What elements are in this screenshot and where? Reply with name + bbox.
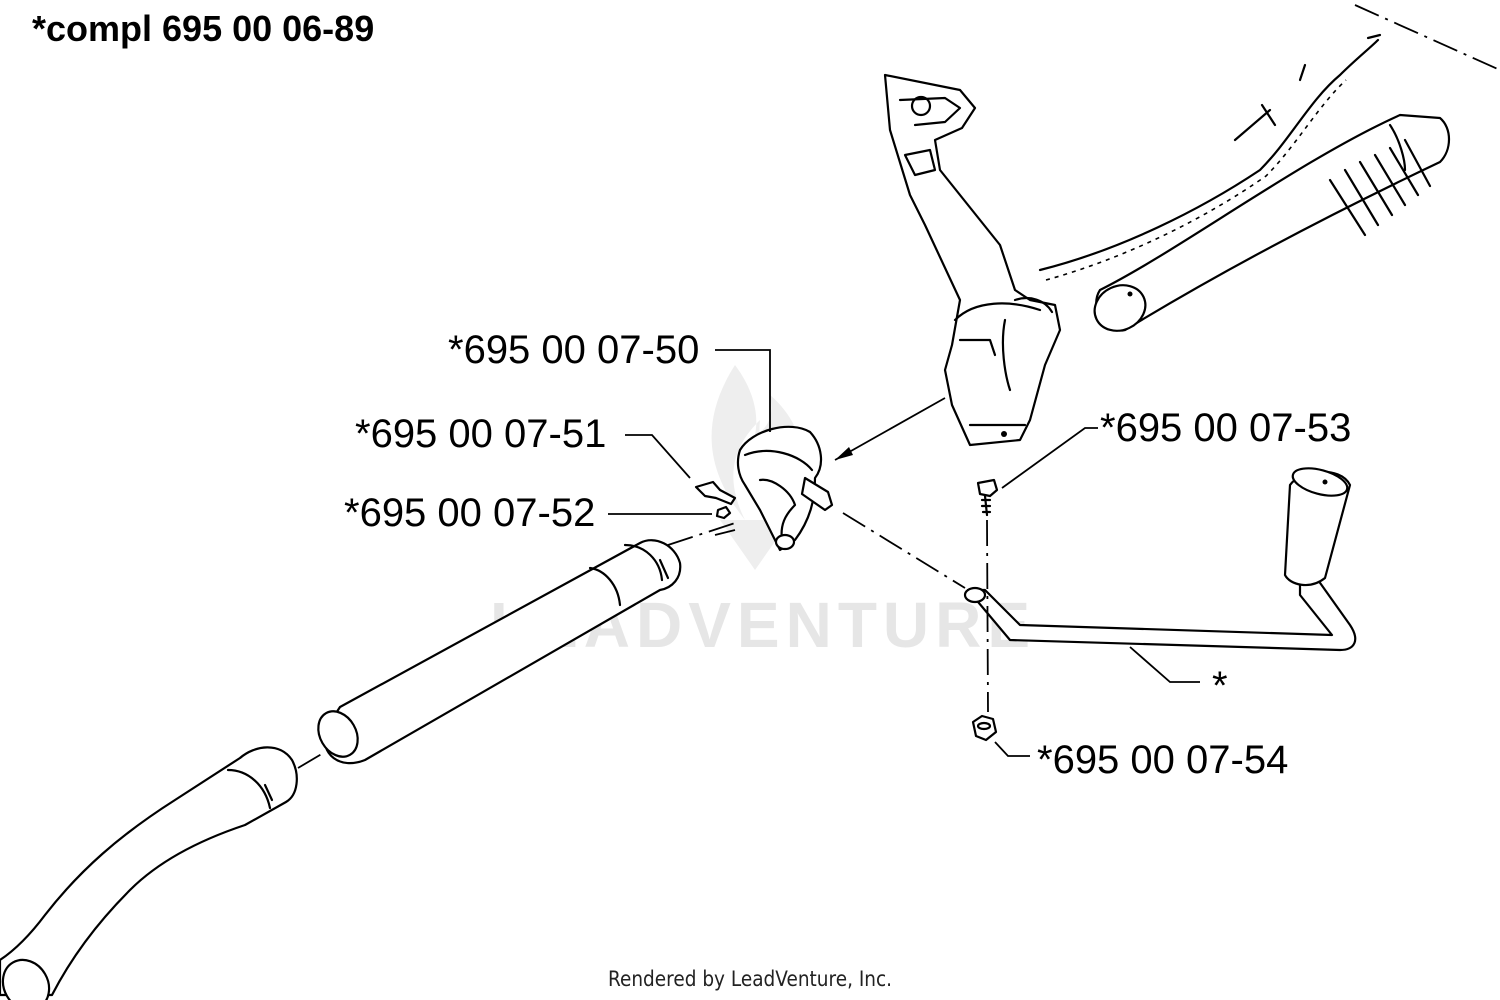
leader-line-51 <box>625 434 691 479</box>
leader-line-50 <box>715 349 771 432</box>
part-label-star: * <box>1212 664 1228 708</box>
wing-screw-part-51 <box>694 480 737 506</box>
leader-line-53 <box>1001 427 1098 489</box>
assembly-title: *compl 695 00 06-89 <box>32 8 375 49</box>
part-label-50: *695 00 07-50 <box>448 328 700 372</box>
loop-handle-bar <box>963 467 1357 652</box>
nut-part-54 <box>971 714 998 742</box>
screw-part-53 <box>976 478 999 517</box>
part-label-54: *695 00 07-54 <box>1037 738 1289 782</box>
shaft-tube-upper <box>317 539 682 765</box>
part-label-51: *695 00 07-51 <box>355 412 607 456</box>
shaft-tube-lower <box>0 746 298 1000</box>
part-label-52: *695 00 07-52 <box>344 491 596 535</box>
clamp-part-50 <box>736 425 834 552</box>
handle-assembly <box>883 4 1500 447</box>
nut-part-52 <box>715 505 732 520</box>
leader-line-star <box>1129 646 1200 683</box>
part-label-53: *695 00 07-53 <box>1100 406 1352 450</box>
footer-credit: Rendered by LeadVenture, Inc. <box>607 967 893 991</box>
leader-line-54 <box>994 741 1030 757</box>
